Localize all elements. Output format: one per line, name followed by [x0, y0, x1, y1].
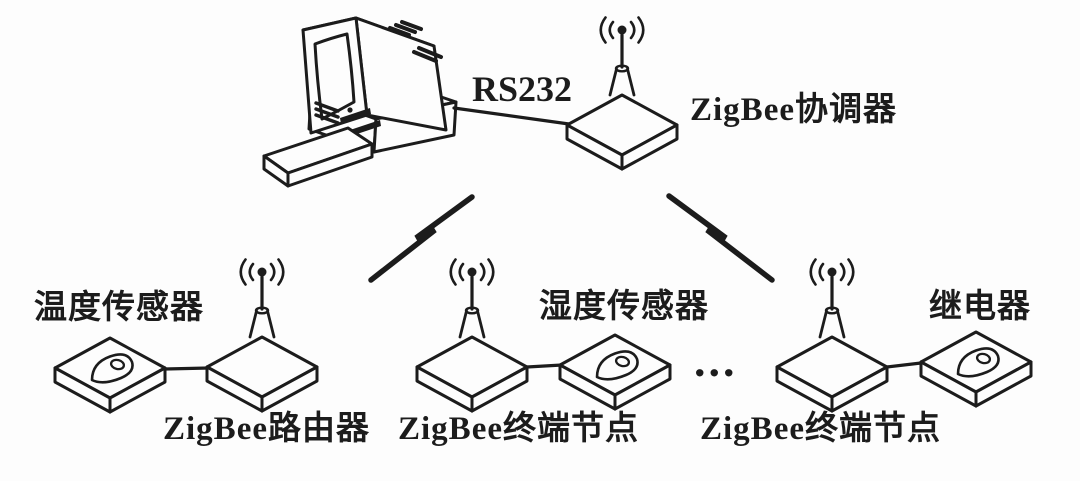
temperature-sensor-label: 温度传感器: [34, 290, 204, 326]
connector-line-2: [525, 363, 564, 369]
lightning-bolt-icon-right: [666, 193, 775, 283]
connector-line-1: [163, 366, 211, 371]
relay-icon: [919, 330, 1033, 408]
temperature-sensor-icon: [53, 336, 167, 414]
end-node-1-device-icon: [415, 257, 529, 413]
coordinator-device-icon: [565, 15, 679, 171]
router-device-icon: [205, 257, 319, 413]
relay-label: 继电器: [929, 289, 1031, 325]
lightning-bolt-icon-left: [368, 194, 475, 283]
router-label: ZigBee路由器: [163, 411, 370, 447]
coordinator-label: ZigBee协调器: [690, 92, 897, 128]
serial-link-line: [452, 106, 571, 126]
rs232-link-label: RS232: [472, 69, 573, 109]
end-node-2-label: ZigBee终端节点: [700, 411, 941, 447]
humidity-sensor-icon: [558, 333, 672, 411]
end-node-1-label: ZigBee终端节点: [398, 411, 639, 447]
computer-icon: [262, 16, 458, 188]
end-node-2-device-icon: [775, 257, 889, 413]
ellipsis-more-nodes: ...: [694, 335, 738, 386]
connector-line-3: [885, 361, 923, 369]
humidity-sensor-label: 湿度传感器: [539, 289, 709, 325]
